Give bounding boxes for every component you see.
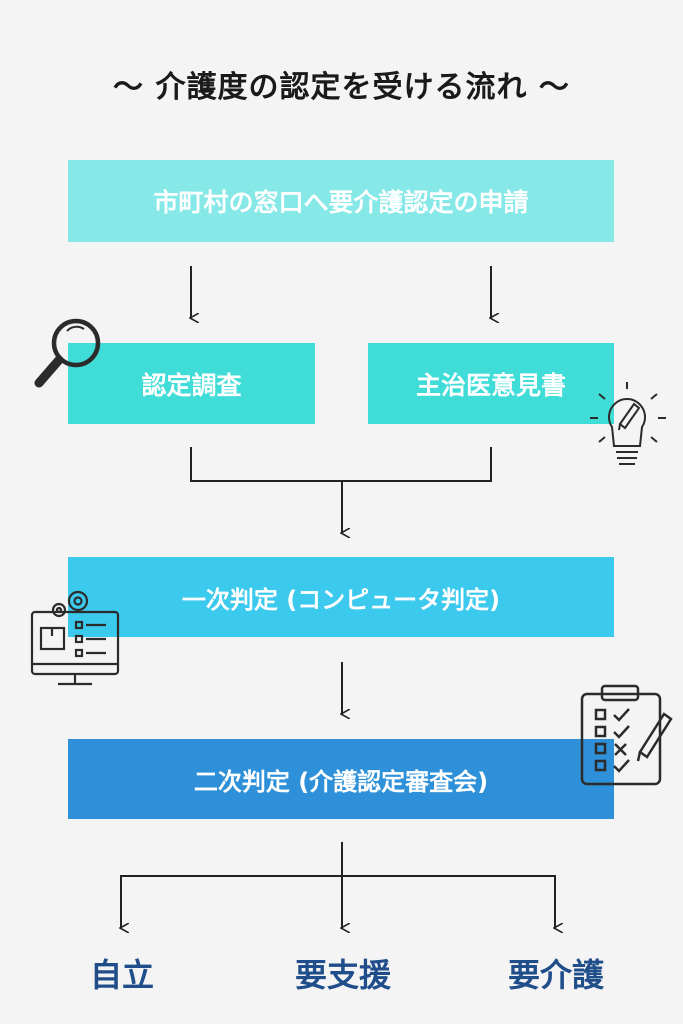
- step-application: 市町村の窓口へ要介護認定の申請: [68, 160, 614, 242]
- page-title: 〜 介護度の認定を受ける流れ 〜: [113, 70, 570, 105]
- magnifier-icon: [34, 318, 101, 388]
- merge-connector: [190, 447, 492, 482]
- step-doctor-opinion: 主治医意見書: [368, 343, 614, 424]
- clipboard-checklist-icon: [580, 684, 673, 786]
- step-first-judgment: 一次判定 (コンピュータ判定): [68, 557, 614, 637]
- result-independent: 自立: [89, 956, 154, 994]
- result-support-required: 要支援: [294, 956, 391, 994]
- computer-gear-icon: [30, 590, 120, 686]
- step-certification-survey: 認定調査: [68, 343, 315, 424]
- step-second-judgment: 二次判定 (介護認定審査会): [68, 739, 614, 819]
- split-connector: [120, 875, 556, 928]
- lightbulb-pencil-icon: [590, 382, 666, 465]
- result-care-required: 要介護: [507, 956, 604, 994]
